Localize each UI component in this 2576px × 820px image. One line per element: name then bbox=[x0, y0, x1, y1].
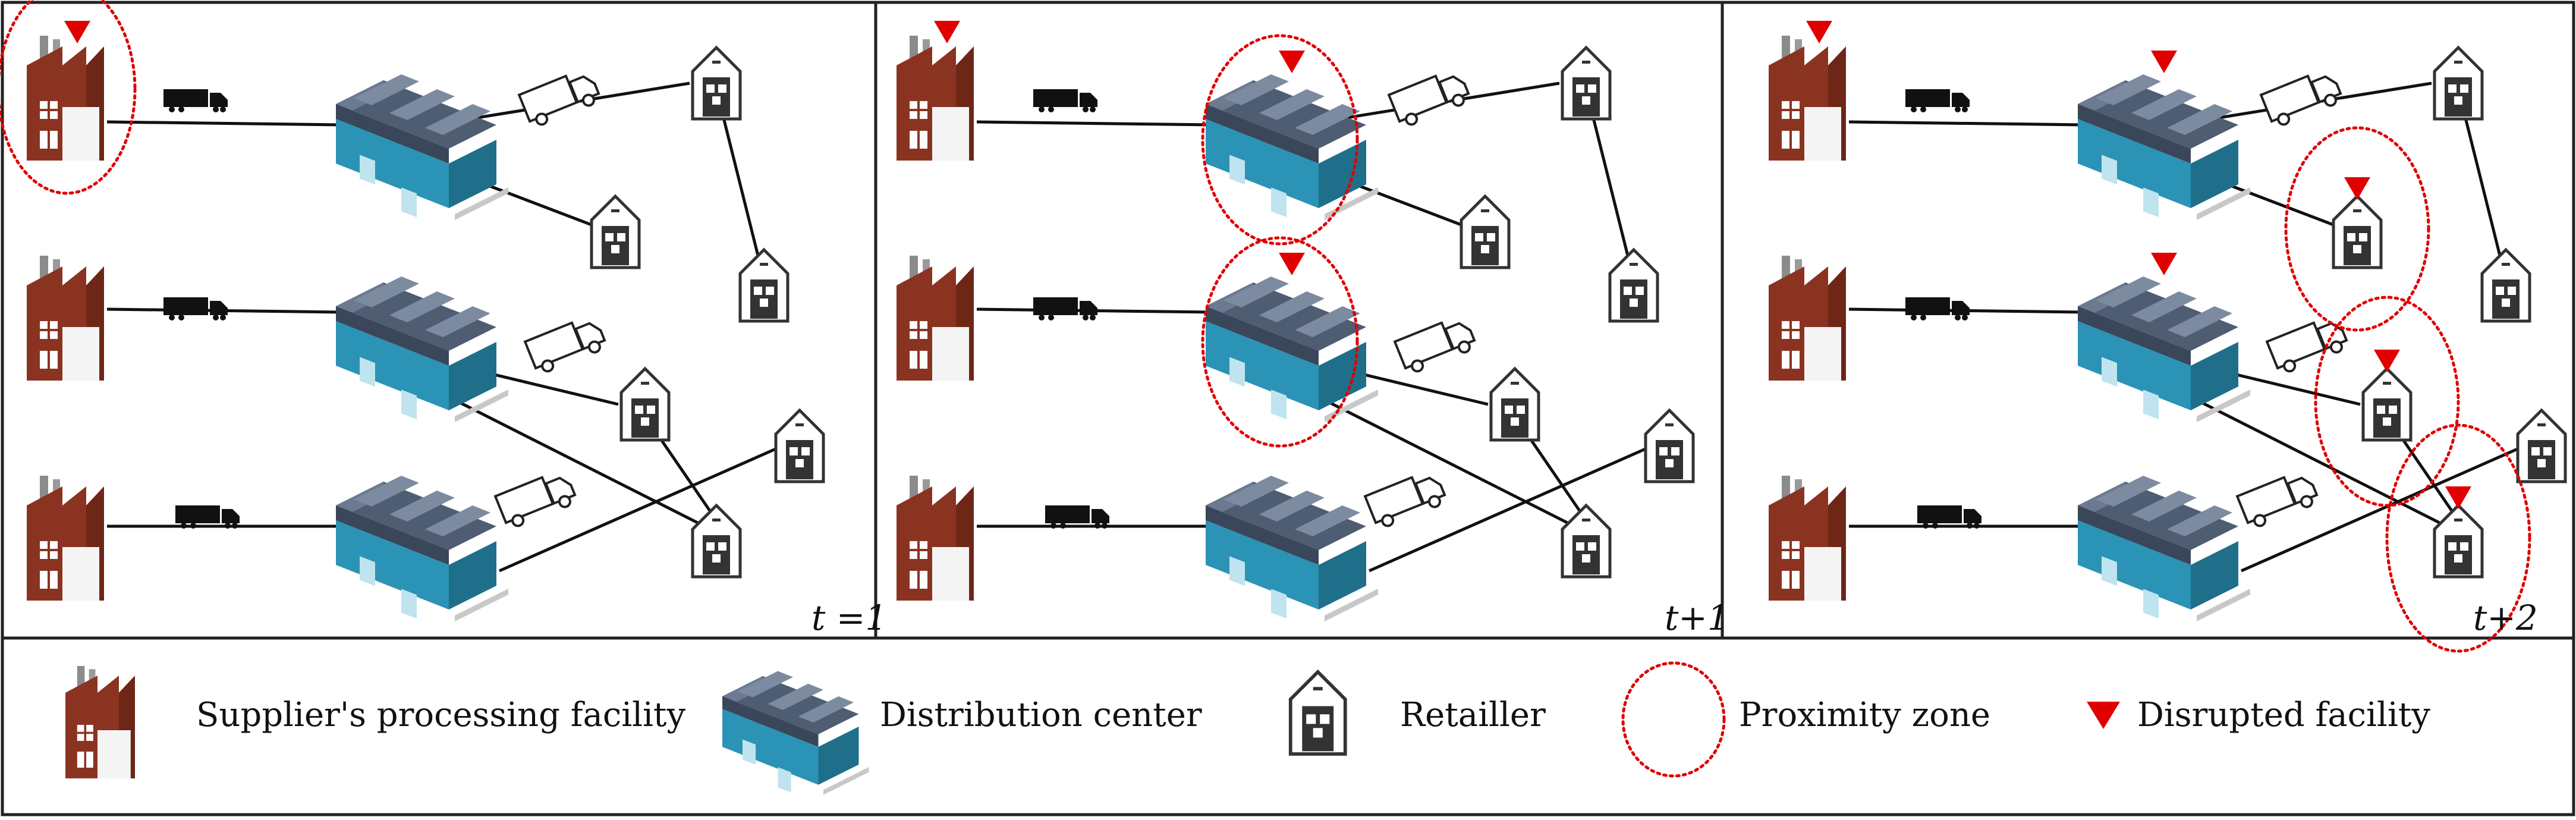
supply-link bbox=[498, 435, 804, 573]
retailer-icon bbox=[1491, 369, 1539, 440]
retailer-icon bbox=[2518, 410, 2565, 482]
panel-time-label-2: t+1 bbox=[1665, 598, 1729, 638]
retailer-icon bbox=[2482, 250, 2530, 321]
disruption-marker bbox=[2374, 350, 2400, 372]
retailer-icon bbox=[740, 250, 788, 321]
panel-time-label-3: t+2 bbox=[2473, 598, 2538, 638]
supplier-facility-icon bbox=[26, 475, 105, 602]
van-icon bbox=[1388, 65, 1473, 130]
supplier-facility-icon bbox=[26, 255, 105, 382]
supplier-facility-icon bbox=[895, 475, 975, 602]
truck-icon bbox=[163, 89, 228, 112]
retailer-icon bbox=[693, 48, 740, 119]
van-icon bbox=[2236, 467, 2321, 532]
distribution-center-icon bbox=[1206, 277, 1378, 422]
disruption-marker bbox=[2445, 486, 2471, 509]
retailer-icon bbox=[1562, 48, 1610, 119]
supplier-facility-icon bbox=[895, 34, 975, 162]
retailer-icon bbox=[1646, 410, 1693, 482]
van-icon bbox=[1364, 467, 1449, 532]
disruption-marker bbox=[934, 21, 960, 43]
retailer-icon bbox=[2333, 196, 2381, 268]
supplier-facility-icon bbox=[895, 255, 975, 382]
distribution-center-icon bbox=[1206, 74, 1378, 220]
supplier-facility-icon bbox=[1767, 34, 1847, 162]
supplier-facility-icon bbox=[1767, 255, 1847, 382]
legend-disrupted-label: Disrupted facility bbox=[2137, 696, 2430, 734]
disruption-marker bbox=[2151, 253, 2177, 275]
retailer-icon bbox=[2363, 369, 2411, 440]
legend-dc-label: Distribution center bbox=[880, 696, 1202, 734]
legend-zone-icon bbox=[1621, 661, 1726, 778]
retailer-icon bbox=[2435, 505, 2482, 577]
retailer-icon bbox=[592, 196, 639, 268]
proximity-zone bbox=[0, 0, 137, 195]
distribution-center-icon bbox=[2078, 74, 2250, 220]
retailer-icon bbox=[2435, 48, 2482, 119]
supplier-facility-icon bbox=[1767, 475, 1847, 602]
retailer-icon bbox=[693, 505, 740, 577]
retailer-icon bbox=[1562, 505, 1610, 577]
distribution-center-icon bbox=[2078, 277, 2250, 422]
distribution-center-icon bbox=[1206, 476, 1378, 621]
van-icon bbox=[2260, 65, 2345, 130]
disruption-marker bbox=[1279, 253, 1305, 275]
distribution-center-icon bbox=[336, 74, 508, 220]
van-icon bbox=[2266, 312, 2351, 377]
legend-disrupted-icon bbox=[2087, 702, 2120, 729]
distribution-center-icon bbox=[336, 277, 508, 422]
panel-time-label-1: t =1 bbox=[812, 598, 888, 638]
legend-retailer-icon bbox=[1291, 672, 1345, 754]
retailer-icon bbox=[1610, 250, 1657, 321]
truck-icon bbox=[1033, 297, 1097, 321]
legend-zone-label: Proximity zone bbox=[1739, 696, 1991, 734]
supply-link bbox=[106, 120, 342, 127]
retailer-icon bbox=[621, 369, 669, 440]
retailer-icon bbox=[1461, 196, 1509, 268]
retailer-icon bbox=[776, 410, 823, 482]
legend-supplier-label: Supplier's processing facility bbox=[196, 696, 686, 734]
truck-icon bbox=[1033, 89, 1097, 112]
truck-icon bbox=[1905, 89, 1970, 112]
truck-icon bbox=[163, 297, 228, 321]
van-icon bbox=[518, 65, 603, 130]
legend-supplier-icon bbox=[64, 665, 136, 780]
disruption-marker bbox=[1806, 21, 1832, 43]
van-icon bbox=[524, 312, 609, 377]
supply-link bbox=[1368, 435, 1674, 573]
legend-dc-icon bbox=[722, 671, 869, 795]
distribution-center-icon bbox=[336, 476, 508, 621]
van-icon bbox=[1394, 312, 1479, 377]
supply-link bbox=[1848, 120, 2084, 127]
proximity-zone bbox=[2385, 423, 2531, 653]
disruption-marker bbox=[2344, 177, 2370, 200]
disruption-marker bbox=[2151, 51, 2177, 73]
proximity-zone bbox=[2284, 126, 2430, 332]
truck-icon bbox=[1905, 297, 1970, 321]
supply-link bbox=[976, 120, 1212, 127]
proximity-zone bbox=[1201, 34, 1359, 246]
supplier-facility-icon bbox=[26, 34, 105, 162]
disruption-marker bbox=[64, 21, 90, 43]
van-icon bbox=[494, 467, 579, 532]
distribution-center-icon bbox=[2078, 476, 2250, 621]
proximity-zone bbox=[2314, 296, 2460, 507]
disruption-marker bbox=[1279, 51, 1305, 73]
proximity-zone bbox=[1201, 236, 1359, 448]
legend-retailer-label: Retailler bbox=[1400, 696, 1546, 734]
